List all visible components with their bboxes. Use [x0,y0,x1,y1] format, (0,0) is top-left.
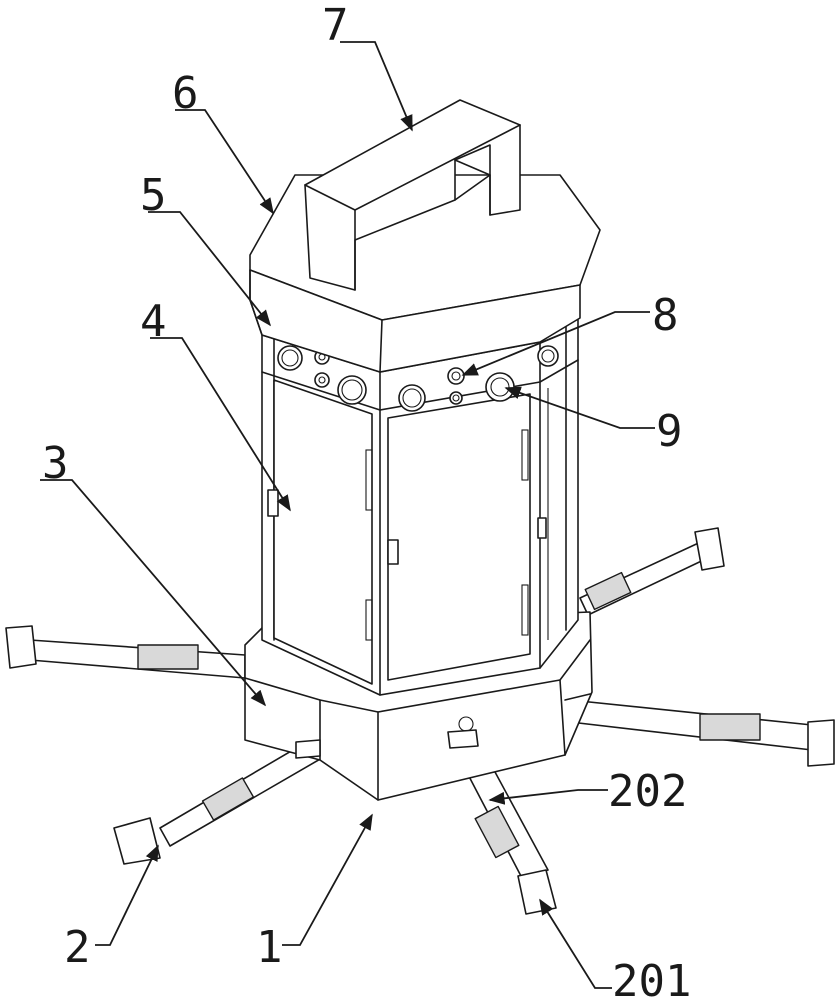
label-8: 8 [652,290,679,341]
leg-left-back [5,625,246,679]
part-labels: 7 6 5 4 3 8 9 202 201 1 2 [42,0,691,1000]
leg-right-back [579,527,725,616]
label-1: 1 [256,922,283,973]
label-201: 201 [612,956,691,1000]
label-2: 2 [64,922,91,973]
handle [304,99,521,291]
label-7: 7 [322,0,349,51]
label-4: 4 [140,296,167,347]
front-door [387,388,549,681]
leg-right-front [569,699,835,767]
label-9: 9 [656,406,683,457]
label-3: 3 [42,438,69,489]
label-202: 202 [608,766,687,817]
control-panel [277,345,559,412]
leader-lines [40,41,655,989]
leg-left-front [113,739,323,865]
label-6: 6 [172,68,199,119]
label-5: 5 [140,170,167,221]
left-door [267,379,373,685]
